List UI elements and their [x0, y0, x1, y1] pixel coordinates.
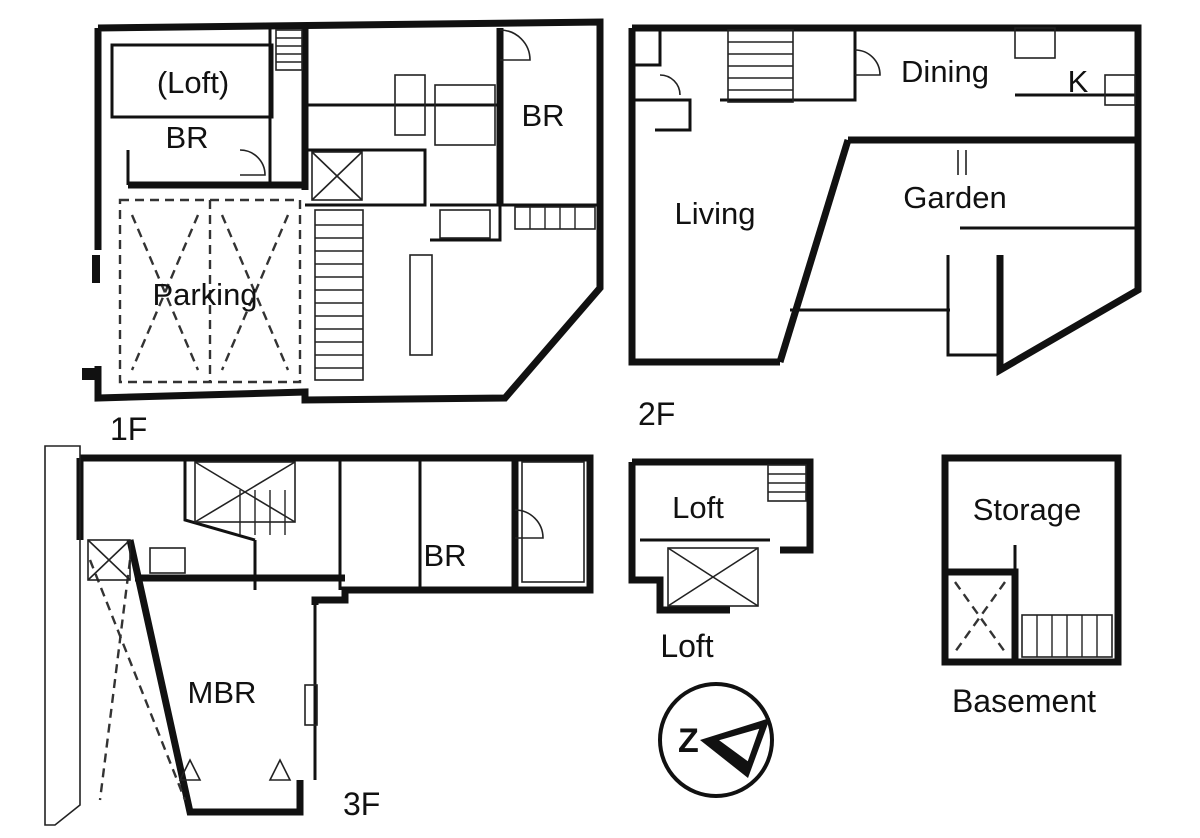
floor-plan-3f: BR MBR 3F: [44, 445, 594, 826]
bathtub: [439, 209, 491, 239]
room-label-parking: Parking: [152, 277, 257, 312]
compass-north-letter: Z: [678, 722, 699, 760]
door-swing: [178, 758, 202, 781]
counter: [409, 254, 433, 356]
room-label-br-3f: BR: [423, 538, 466, 573]
loft-void: [667, 547, 759, 607]
balcony: [521, 461, 585, 583]
north-arrow-icon: Z: [658, 682, 774, 798]
room-label-loft-1f: (Loft): [157, 65, 229, 100]
window: [304, 684, 318, 726]
stair-basement: [1021, 614, 1113, 658]
room-label-garden: Garden: [903, 180, 1006, 215]
stair-1f-main: [314, 209, 364, 381]
gate-post: [92, 255, 100, 283]
stair-void-3f: [194, 461, 296, 535]
stair-1f-top: [275, 29, 303, 71]
door-swing: [499, 29, 531, 61]
sink: [1104, 74, 1136, 106]
room-label-br-1f-right: BR: [521, 98, 564, 133]
room-label-living: Living: [675, 196, 756, 231]
stair-2f: [727, 29, 794, 103]
floor-label-basement: Basement: [952, 683, 1096, 719]
floor-plan-2f: Dining K Living Garden 2F: [628, 24, 1142, 432]
atrium-void: [44, 445, 187, 826]
stair-1f-right: [514, 206, 596, 230]
door-swing: [659, 74, 681, 96]
room-label-br-1f-left: BR: [165, 120, 208, 155]
elevator-shaft-3f: [87, 539, 131, 581]
floor-plan-basement: Storage Basement: [941, 454, 1122, 719]
floor-plan-loft: Loft Loft: [628, 458, 814, 664]
gate-post: [82, 368, 100, 380]
floor-label-1f: 1F: [110, 411, 147, 447]
room-label-kitchen: K: [1068, 64, 1089, 99]
elevator-shaft-basement: [954, 581, 1006, 653]
room-label-mbr: MBR: [188, 675, 257, 710]
stair-loft: [767, 464, 807, 502]
cooktop: [1014, 27, 1056, 59]
door-swing: [854, 49, 881, 76]
floor-plan-1f: (Loft) BR BR Parking 1F: [82, 18, 604, 447]
door-swing: [514, 509, 544, 539]
toilet-room: [434, 84, 496, 146]
room-label-loft: Loft: [672, 490, 724, 525]
floor-label-3f: 3F: [343, 786, 380, 822]
elevator-shaft: [311, 151, 363, 201]
floor-label-2f: 2F: [638, 396, 675, 432]
washroom-fixture: [394, 74, 426, 136]
door-swing: [268, 758, 292, 781]
door-swing: [239, 149, 266, 176]
room-label-dining: Dining: [901, 54, 989, 89]
toilet: [149, 547, 186, 574]
parking-area: [118, 198, 302, 384]
room-label-storage: Storage: [973, 492, 1082, 527]
floor-label-loft: Loft: [660, 628, 713, 664]
